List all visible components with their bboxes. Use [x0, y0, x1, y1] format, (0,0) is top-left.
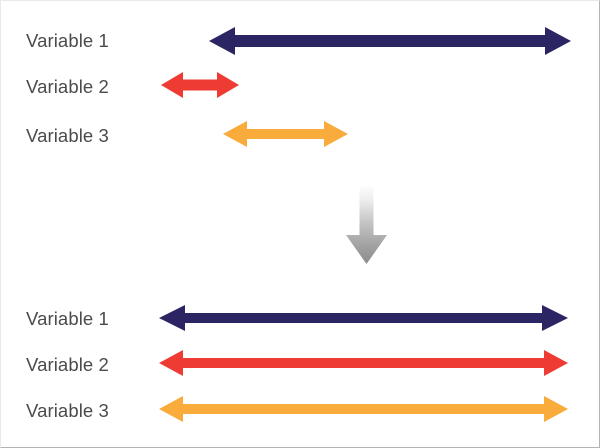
double-arrow-icon-variable-2-top — [161, 70, 239, 104]
double-arrow-icon-variable-1-bottom — [159, 302, 568, 336]
variable-row: Variable 3 — [1, 388, 599, 434]
double-arrow-icon-variable-1-top — [209, 24, 571, 58]
variable-row: Variable 2 — [1, 64, 599, 110]
double-arrow-icon-variable-2-bottom — [159, 348, 568, 382]
variable-row: Variable 1 — [1, 18, 599, 64]
row-label-variable-2-top: Variable 2 — [26, 76, 109, 97]
double-arrow-icon-variable-3-top — [223, 119, 348, 153]
row-label-variable-1-top: Variable 1 — [26, 30, 109, 51]
variable-row: Variable 2 — [1, 342, 599, 388]
variable-row: Variable 1 — [1, 296, 599, 342]
double-arrow-icon-variable-3-bottom — [159, 394, 568, 428]
downward-gradient-arrow-icon — [346, 186, 387, 264]
row-label-variable-3-bottom: Variable 3 — [26, 400, 109, 421]
variable-row: Variable 3 — [1, 113, 599, 159]
row-label-variable-1-bottom: Variable 1 — [26, 308, 109, 329]
row-label-variable-2-bottom: Variable 2 — [26, 354, 109, 375]
row-label-variable-3-top: Variable 3 — [26, 125, 109, 146]
